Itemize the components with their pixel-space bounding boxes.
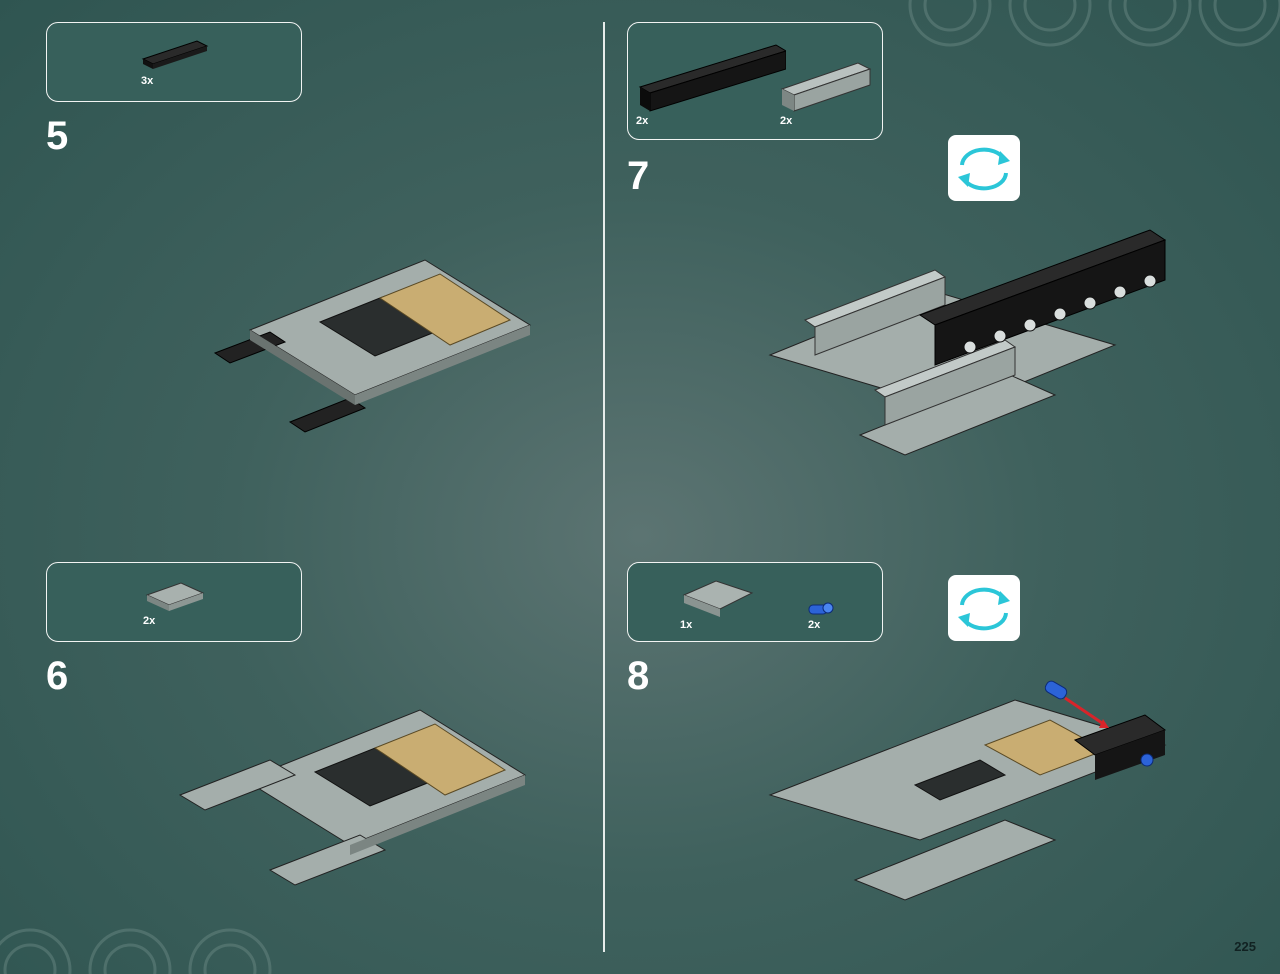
- grey-curved-slope-part: [682, 580, 754, 617]
- step-8-assembly: [768, 680, 1167, 901]
- decorative-circles-top-right: [908, 0, 1280, 47]
- decorative-circles-bottom-left: [0, 928, 272, 974]
- grey-technic-brick-part: [780, 62, 872, 112]
- page-divider: [603, 22, 605, 952]
- page-number: 225: [1234, 939, 1256, 954]
- part-count: 3x: [141, 75, 154, 87]
- step-number-7: 7: [627, 154, 650, 198]
- black-plate-part: [141, 40, 209, 69]
- step-number-5: 5: [46, 114, 69, 158]
- rotate-model-icon: [948, 135, 1020, 201]
- step-number-8: 8: [627, 654, 650, 698]
- black-technic-brick-part: [638, 44, 786, 112]
- step-6-assembly: [178, 709, 527, 886]
- part-count: 2x: [780, 115, 793, 127]
- part-count: 1x: [680, 619, 693, 631]
- step-number-6: 6: [46, 654, 69, 698]
- blue-pin-part: [808, 602, 834, 615]
- part-count: 2x: [143, 615, 156, 627]
- part-count: 2x: [808, 619, 821, 631]
- step-7-assembly: [768, 229, 1167, 456]
- step-5-assembly: [213, 259, 532, 433]
- part-count: 2x: [636, 115, 649, 127]
- parts-callout-step-5: 3x: [46, 22, 302, 102]
- grey-plate-part: [145, 582, 205, 611]
- rotate-model-icon: [948, 575, 1020, 641]
- parts-callout-step-6: 2x: [46, 562, 302, 642]
- parts-callout-step-8: 1x 2x: [627, 562, 883, 642]
- parts-callout-step-7: 2x 2x: [627, 22, 883, 140]
